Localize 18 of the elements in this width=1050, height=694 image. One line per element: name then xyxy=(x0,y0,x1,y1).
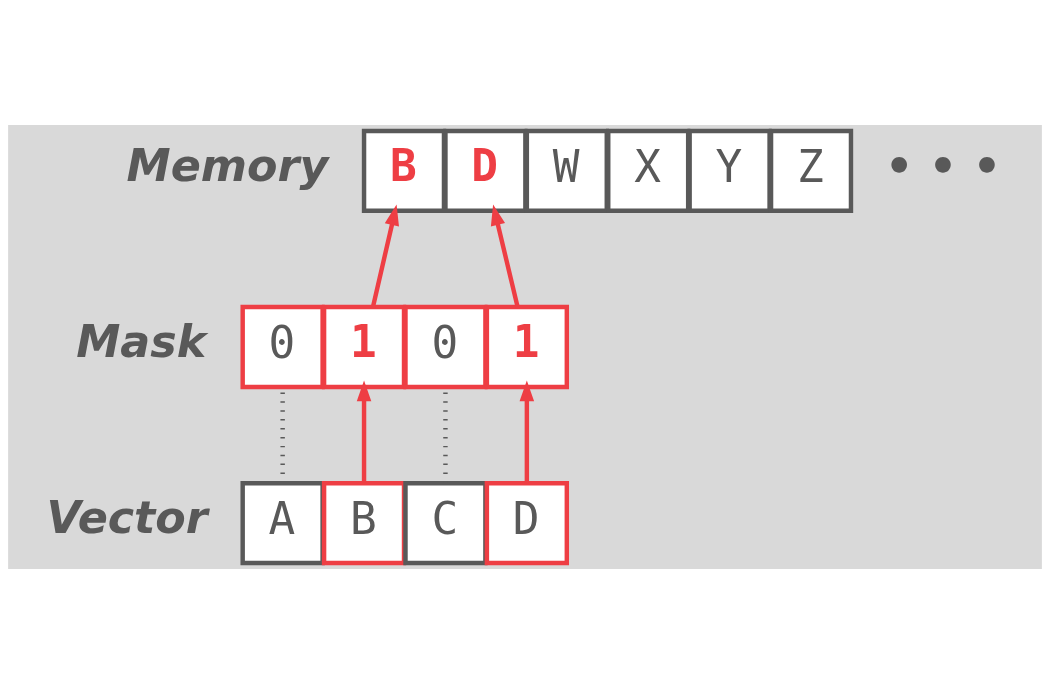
label: Memory xyxy=(126,139,329,191)
node-box: D xyxy=(484,480,570,566)
node-box: 0 xyxy=(240,304,325,390)
node-box: 1 xyxy=(484,304,570,390)
arrow xyxy=(490,204,520,308)
label: • • • xyxy=(885,139,1002,191)
node-box: C xyxy=(403,480,488,566)
node-box: Y xyxy=(687,128,772,214)
node-box: 0 xyxy=(403,304,488,390)
node-box: Z xyxy=(768,128,854,214)
node-box: A xyxy=(240,480,325,566)
label: Vector xyxy=(46,491,208,543)
node-box: D xyxy=(443,128,528,214)
arrow xyxy=(519,380,535,483)
node-box: W xyxy=(524,128,609,214)
label: Mask xyxy=(76,315,207,367)
arrow xyxy=(370,204,399,308)
arrow xyxy=(356,380,372,483)
